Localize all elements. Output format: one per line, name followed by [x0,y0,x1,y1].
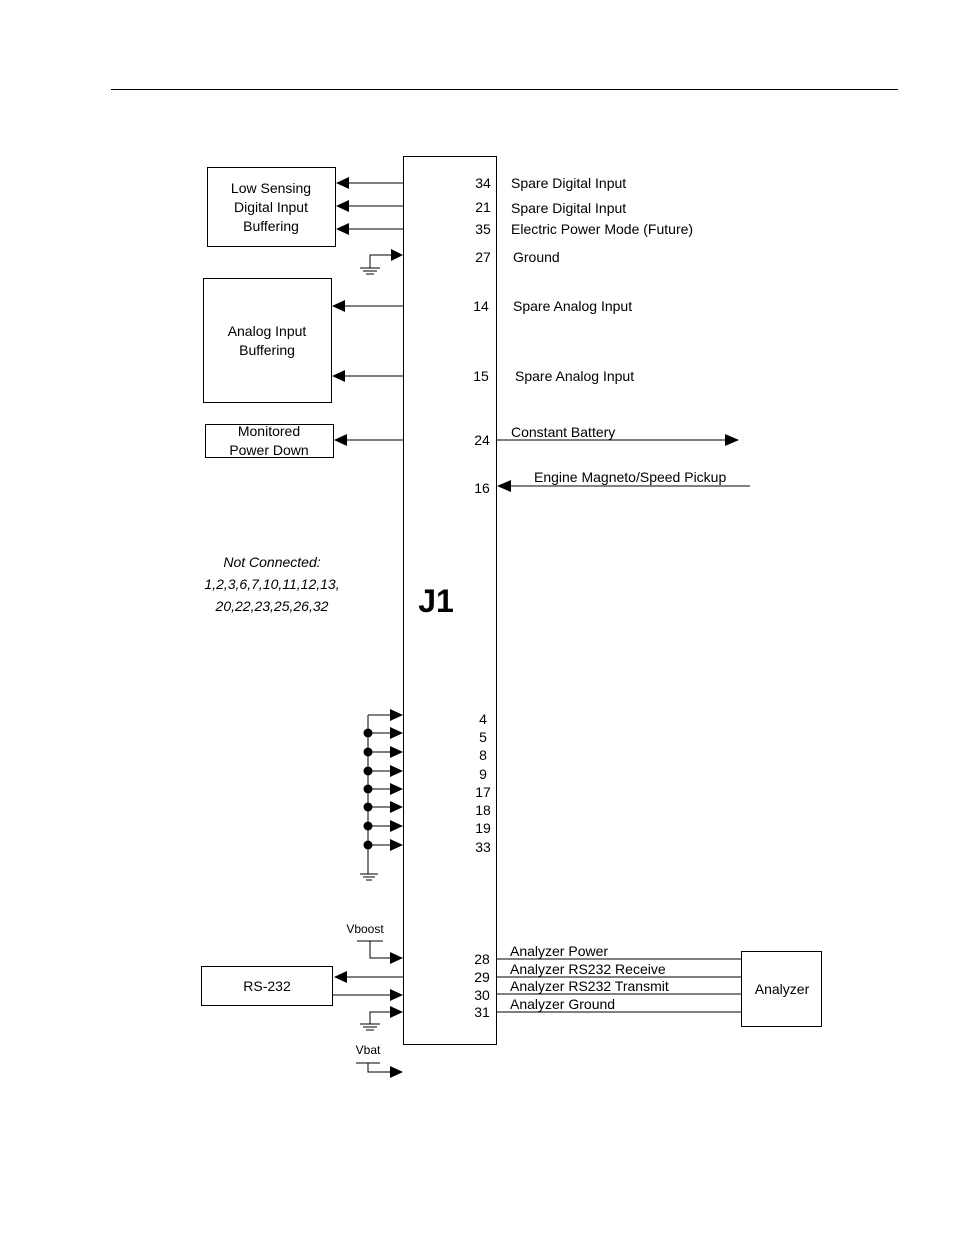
analyzer-line-label: Analyzer RS232 Transmit [510,978,669,994]
arrow-right-icon [391,249,403,261]
arrow-right-icon [390,839,403,851]
pin-number: 16 [474,480,490,496]
vboost-label: Vboost [346,922,384,936]
pin-number: 33 [475,839,491,855]
j1-connector-body [403,156,497,1045]
pin-number: 34 [475,175,491,191]
grounded-pin-numbers: 4 5 8 9 17 18 19 33 [475,711,491,855]
pin-number: 27 [475,249,491,265]
pin-number: 9 [479,766,487,782]
power-down-arrow [334,434,403,446]
pin-number: 15 [473,368,489,384]
rs232-label: RS-232 [243,978,291,994]
analog-buffering-block [203,278,332,403]
analog-buffering-line1: Analog Input [228,323,307,339]
low-sensing-line2: Digital Input [234,199,308,215]
pin-label: Engine Magneto/Speed Pickup [534,469,726,485]
arrow-left-icon [334,971,347,983]
low-sensing-arrows [336,177,403,235]
low-sensing-line3: Buffering [243,218,299,234]
arrow-left-icon [497,480,511,492]
arrow-right-icon [390,727,403,739]
arrow-right-icon [390,801,403,813]
arrow-left-icon [332,370,345,382]
arrow-right-icon [390,952,403,964]
arrow-left-icon [336,223,349,235]
not-connected-heading: Not Connected: [223,554,320,570]
rs232-lines [333,971,403,1001]
grounded-pins-bus [360,709,403,881]
arrow-left-icon [334,434,347,446]
arrow-right-icon [390,765,403,777]
pin-number: 28 [474,951,490,967]
j1-label: J1 [418,583,454,619]
analog-arrows [332,300,403,382]
analyzer-lines [497,958,741,1013]
vbat-label: Vbat [356,1043,381,1057]
pin-label: Ground [513,249,560,265]
arrow-right-icon [390,746,403,758]
analyzer-line-label: Analyzer RS232 Receive [510,961,666,977]
junction-dot [363,784,373,794]
not-connected-line2: 20,22,23,25,26,32 [215,598,329,614]
arrow-left-icon [332,300,345,312]
junction-dot [363,747,373,757]
junction-dot [363,840,373,850]
arrow-right-icon [390,783,403,795]
analyzer-pin-numbers: 28 29 30 31 [474,951,490,1020]
arrow-right-icon [390,1066,403,1078]
junction-dot [363,821,373,831]
pin-number: 5 [479,729,487,745]
pin-label: Spare Digital Input [511,175,626,191]
ground-pin31 [360,1006,403,1031]
pin-number: 8 [479,747,487,763]
analyzer-line-label: Analyzer Ground [510,996,615,1012]
pin-label: Spare Digital Input [511,200,626,216]
analyzer-line-labels: Analyzer Power Analyzer RS232 Receive An… [510,943,669,1012]
right-pin-group: 34 Spare Digital Input 21 Spare Digital … [473,175,726,496]
vbat-line [356,1062,403,1078]
arrow-right-icon [390,709,403,721]
vboost-line [357,940,403,964]
analyzer-block [741,951,822,1027]
pin-number: 19 [475,820,491,836]
junction-dot [363,766,373,776]
not-connected-line1: 1,2,3,6,7,10,11,12,13, [204,576,339,592]
pin-number: 30 [474,987,490,1003]
pin-label: Spare Analog Input [515,368,634,384]
arrow-right-icon [725,434,739,446]
analyzer-label: Analyzer [755,981,810,997]
arrow-right-icon [390,989,403,1001]
ground-pin27 [360,249,403,275]
pin-number: 4 [479,711,487,727]
arrow-left-icon [336,177,349,189]
arrow-right-icon [390,1006,403,1018]
arrow-right-icon [390,820,403,832]
analyzer-line-label: Analyzer Power [510,943,608,959]
arrow-left-icon [336,200,349,212]
pin-number: 18 [475,802,491,818]
monitored-power-down-line2: Power Down [229,442,308,458]
engine-magneto-line [497,480,750,492]
pin-number: 31 [474,1004,490,1020]
constant-battery-line [497,434,739,446]
junction-dot [363,802,373,812]
pin-number: 21 [475,199,491,215]
analog-buffering-line2: Buffering [239,342,295,358]
monitored-power-down-line1: Monitored [238,423,300,439]
pin-number: 29 [474,969,490,985]
pin-label: Electric Power Mode (Future) [511,221,693,237]
junction-dot [363,728,373,738]
pin-label: Spare Analog Input [513,298,632,314]
rs232-block [201,966,333,1006]
pin-number: 35 [475,221,491,237]
pin-number: 24 [474,432,490,448]
pin-label: Constant Battery [511,424,615,440]
low-sensing-block [207,167,336,247]
monitored-power-down-block [205,424,334,458]
pin-number: 14 [473,298,489,314]
low-sensing-line1: Low Sensing [231,180,311,196]
pin-number: 17 [475,784,491,800]
